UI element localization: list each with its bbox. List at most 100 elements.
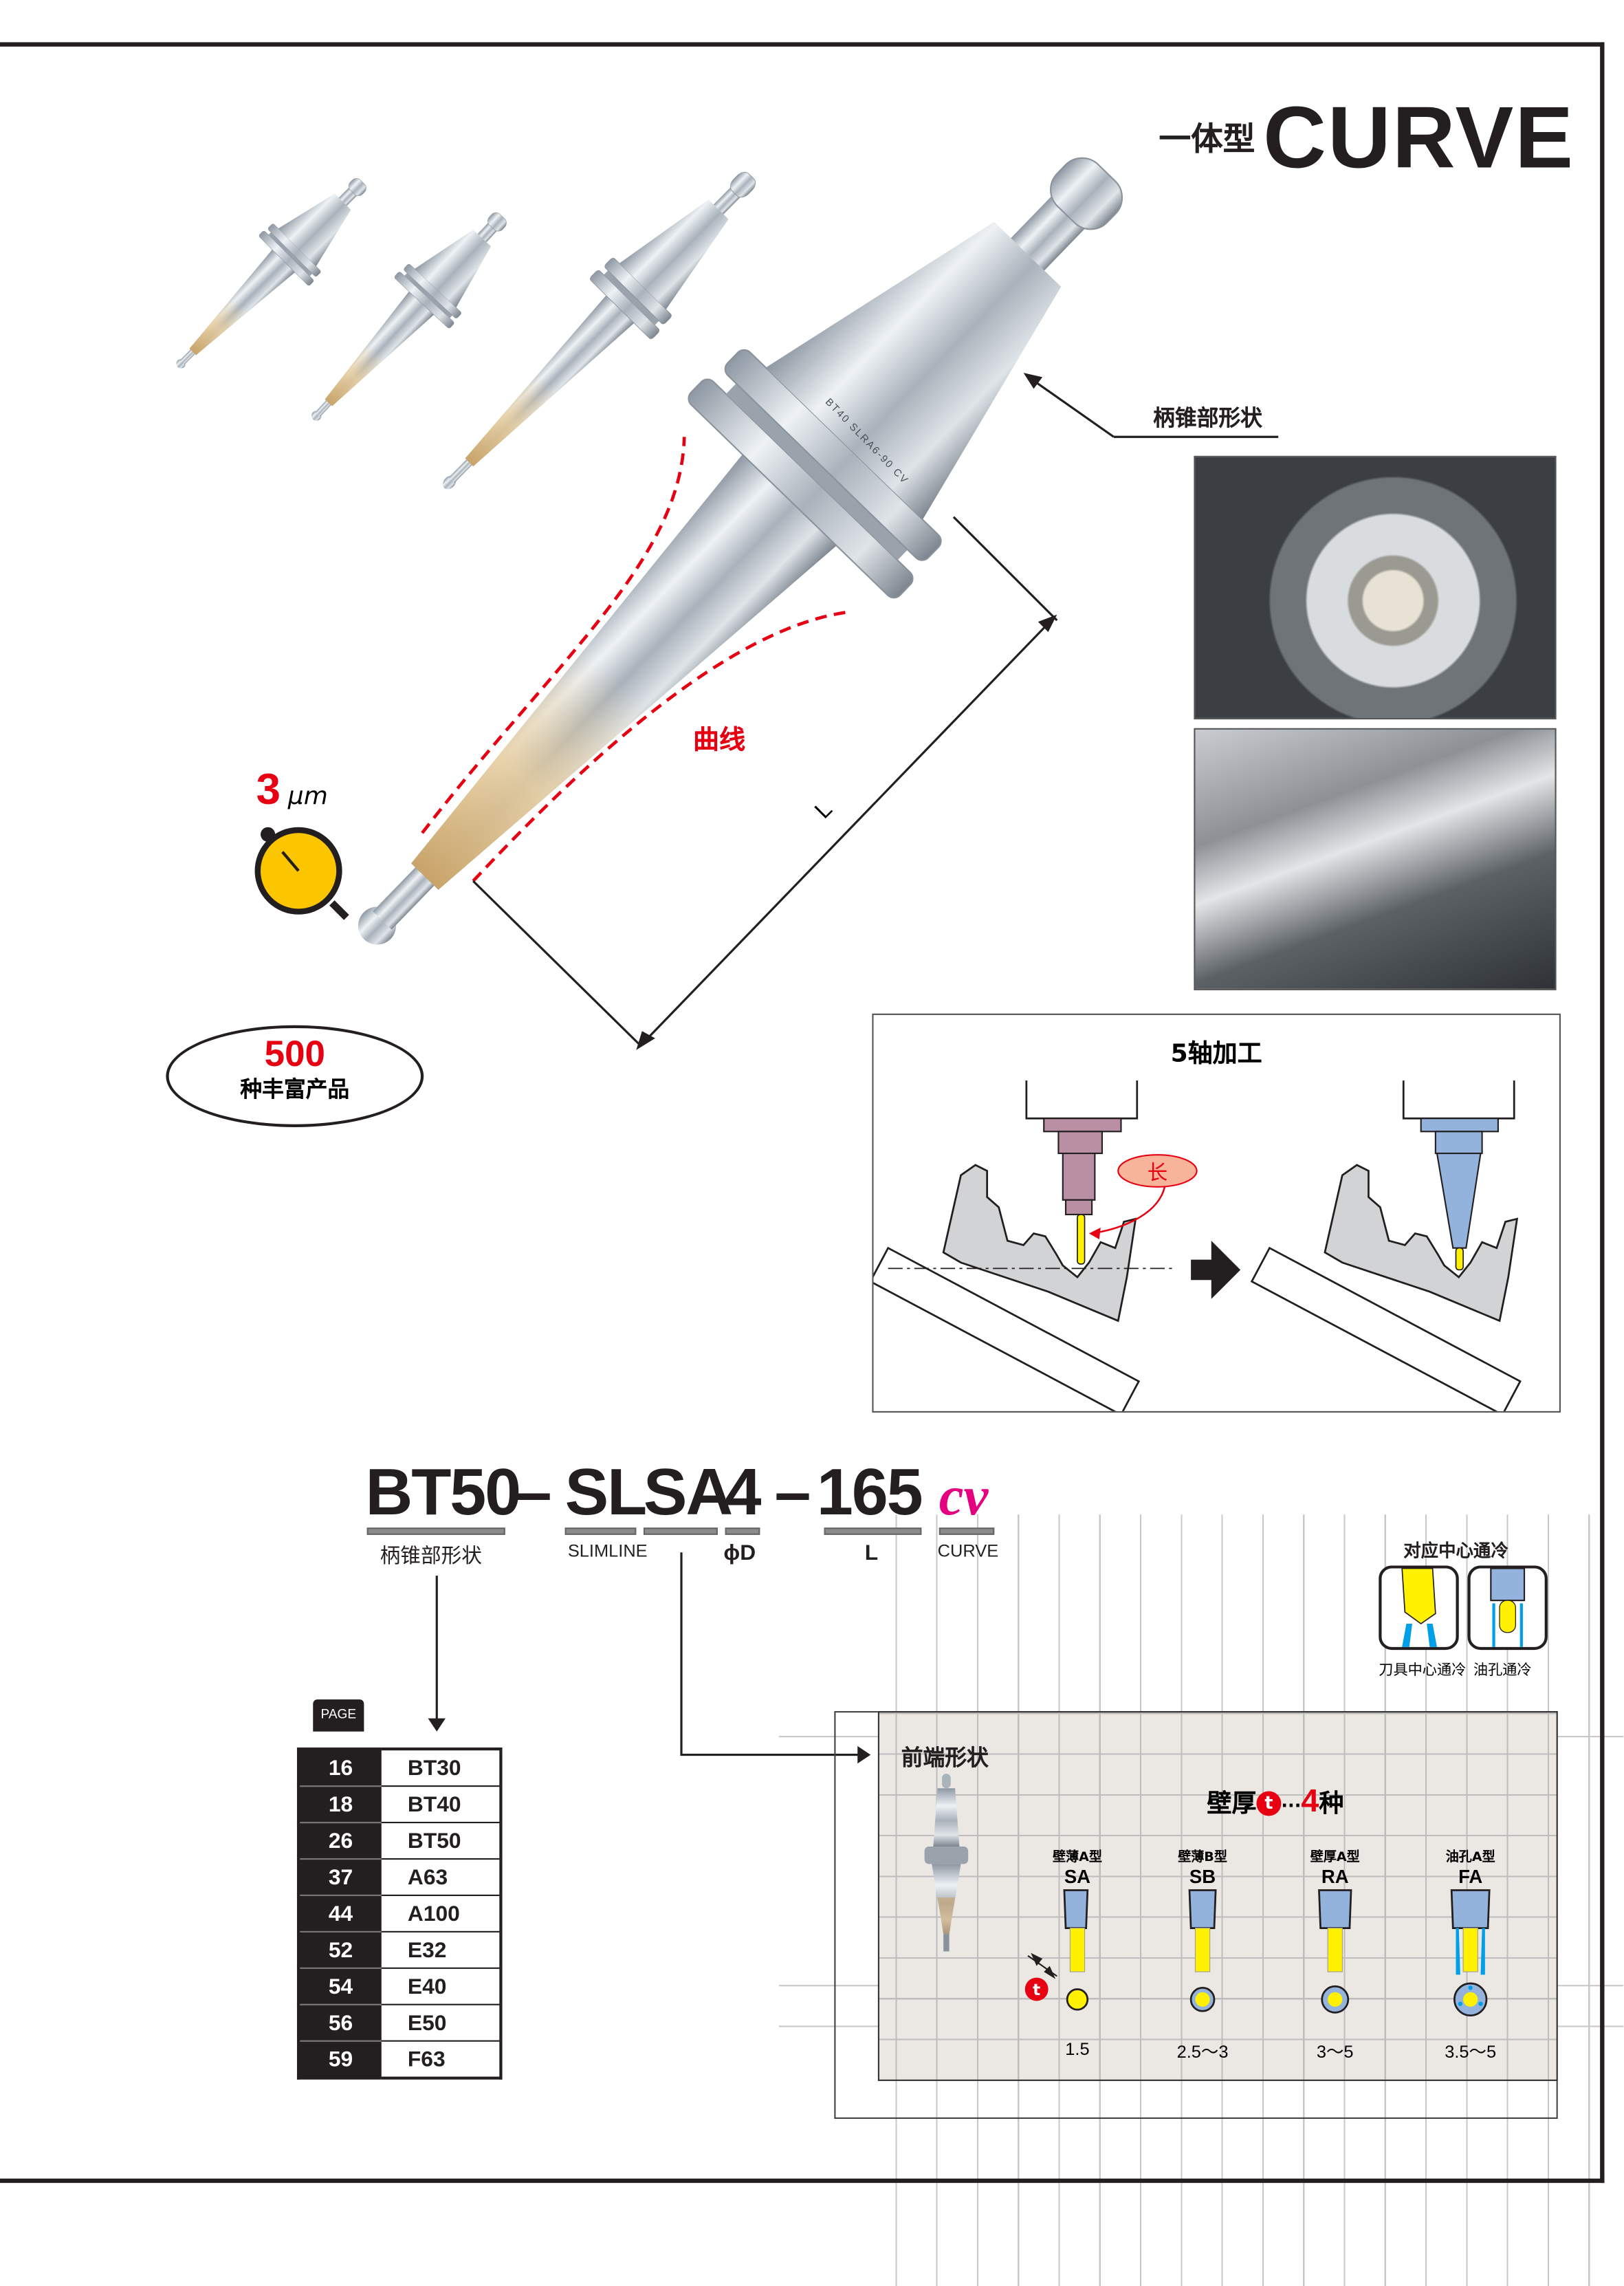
tip-type-sb[interactable]: 壁薄B型 SB 2.5〜3 <box>1144 1847 1260 2062</box>
frame-border-bottom <box>0 2178 1605 2184</box>
five-axis-title: 5轴加工 <box>1170 1039 1262 1069</box>
tip-type-code: SB <box>1189 1865 1216 1888</box>
code-label-diameter: ϕD <box>723 1541 756 1566</box>
shank-type: A63 <box>381 1858 501 1896</box>
dial-gauge-icon <box>254 827 349 920</box>
code-label-slimline: SLIMLINE <box>567 1541 648 1561</box>
code-underline <box>643 1527 718 1535</box>
wall-thickness-value: 1.5 <box>1065 2038 1090 2060</box>
oil-hole-coolant-icon <box>1467 1565 1548 1651</box>
through-tool-coolant-icon <box>1379 1565 1459 1651</box>
wall-thickness-value: 2.5〜3 <box>1176 2041 1229 2062</box>
arrow-right-icon <box>1191 1241 1241 1299</box>
small-tool-slim <box>413 145 783 519</box>
shank-type: E40 <box>381 1968 501 2005</box>
code-underline <box>824 1527 922 1535</box>
curve-label: 曲线 <box>692 725 746 756</box>
frame-border-right <box>1600 42 1605 2184</box>
code-slimline: SL <box>564 1455 648 1530</box>
main-tool-holder <box>259 70 1212 1042</box>
shank-type: BT40 <box>381 1786 501 1824</box>
t-indicator-text: t <box>1033 1981 1040 1999</box>
five-axis-drawing: 长 <box>873 1080 1522 1411</box>
tip-type-code: FA <box>1458 1865 1483 1888</box>
tip-type-name: 油孔A型 <box>1445 1851 1495 1866</box>
code-dash: – <box>774 1455 811 1530</box>
title-prefix: 一体型 <box>1159 122 1255 159</box>
tip-sb-diagram <box>1188 1889 1217 2012</box>
shank-shape-label: 柄锥部形状 <box>1153 404 1262 431</box>
tip-type-ra[interactable]: 壁厚A型 RA 3〜5 <box>1277 1847 1393 2062</box>
coolant-title: 对应中心通冷 <box>1403 1541 1508 1561</box>
runout-value: 3 <box>256 765 281 814</box>
tip-type-code: RA <box>1321 1865 1349 1888</box>
code-shank: BT50 <box>365 1455 521 1530</box>
coolant-label-through-tool: 刀具中心通冷 <box>1379 1663 1467 1679</box>
tip-ra-diagram <box>1318 1889 1352 2014</box>
code-tip-shape: SA <box>643 1455 733 1530</box>
page-number: 59 <box>298 2040 382 2079</box>
code-underline <box>564 1527 637 1535</box>
runout-unit: μm <box>287 782 328 812</box>
shank-type: BT50 <box>381 1822 501 1860</box>
code-label-shank: 柄锥部形状 <box>380 1543 482 1567</box>
code-underline <box>939 1527 995 1535</box>
tip-type-name: 壁厚A型 <box>1310 1851 1360 1866</box>
wall-thickness-value: 3.5〜5 <box>1445 2041 1497 2062</box>
tip-type-fa[interactable]: 油孔A型 FA 3.5〜5 <box>1412 1847 1528 2062</box>
page-number: 37 <box>298 1858 382 1896</box>
thickness-t-indicator: t <box>1024 1952 1057 2001</box>
coolant-icons <box>1379 1565 1548 1651</box>
page-number: 56 <box>298 2004 382 2042</box>
coolant-label-oil-hole: 油孔通冷 <box>1473 1663 1532 1679</box>
tip-type-code: SA <box>1064 1865 1091 1888</box>
tip-type-name: 壁薄B型 <box>1178 1851 1227 1866</box>
code-underline <box>366 1527 505 1535</box>
tip-shape-tool-image <box>924 1774 969 1952</box>
product-count-text: 种丰富产品 <box>240 1076 350 1102</box>
shank-type: F63 <box>381 2040 501 2079</box>
product-count: 500 <box>264 1034 325 1075</box>
shank-type: A100 <box>381 1895 501 1933</box>
page-number: 44 <box>298 1895 382 1933</box>
code-label-length: L <box>864 1541 879 1566</box>
runout-label: 3 μm <box>256 766 328 816</box>
subtitle-wall-thickness: 壁厚 <box>1207 1789 1257 1819</box>
length-dimension <box>472 516 1058 1050</box>
page-number: 54 <box>298 1968 382 2005</box>
subtitle-kinds: 种 <box>1319 1789 1344 1819</box>
tip-shapes-title: 前端形状 <box>901 1744 989 1771</box>
curve-tool-setup <box>1250 1080 1522 1411</box>
subtitle-count: 4 <box>1301 1782 1319 1819</box>
tip-type-name: 壁薄A型 <box>1052 1851 1102 1866</box>
page-title: 一体型 CURVE <box>1159 87 1575 188</box>
long-badge-text: 长 <box>1148 1160 1168 1184</box>
tip-sa-diagram <box>1063 1889 1089 2011</box>
photo-5axis-machining <box>1194 728 1557 990</box>
conventional-setup <box>873 1080 1198 1411</box>
title-main: CURVE <box>1263 89 1575 187</box>
page-book-icon: PAGE <box>313 1699 364 1732</box>
tip-type-sa[interactable]: 壁薄A型 SA 1.5 <box>1019 1847 1135 2059</box>
code-label-curve: CURVE <box>937 1541 999 1561</box>
small-tool-bt <box>152 156 388 393</box>
tip-fa-diagram <box>1450 1889 1491 2016</box>
code-dash: – <box>515 1455 552 1530</box>
tip-shapes-panel <box>877 1711 1558 2081</box>
product-count-badge: 500 种丰富产品 <box>166 1025 424 1127</box>
code-underline <box>725 1527 760 1535</box>
code-curve: cv <box>939 1466 989 1528</box>
frame-border-top <box>0 42 1605 47</box>
thickness-t-badge: t <box>1256 1791 1282 1816</box>
